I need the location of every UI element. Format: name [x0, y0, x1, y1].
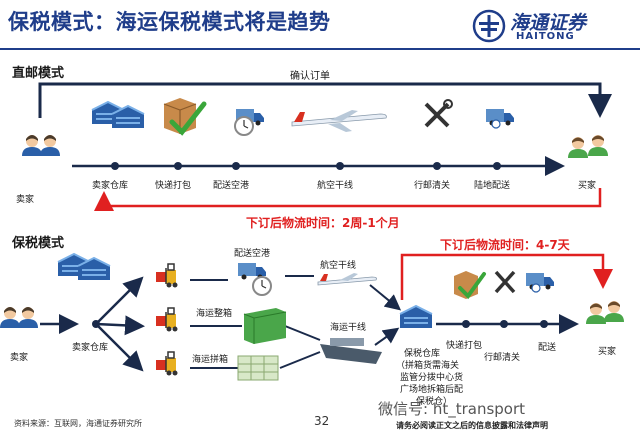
step-label: 行邮清关 — [414, 181, 451, 191]
truck-clock-icon — [238, 263, 272, 296]
airplane-icon — [291, 110, 387, 132]
ship-icon — [320, 338, 382, 364]
route-air-trunk-label: 航空干线 — [320, 261, 357, 271]
seller-warehouse-label: 卖家仓库 — [72, 343, 109, 353]
truck-clock-icon — [234, 109, 264, 136]
bonded-warehouse-label: 保税仓库 — [404, 349, 441, 359]
people-icon — [22, 135, 60, 156]
step-label: 快递打包 — [155, 181, 192, 191]
tools-icon — [494, 270, 516, 294]
warehouse-icon — [91, 101, 145, 129]
bonded-note: （拼箱货需海关 — [396, 361, 460, 371]
bonded-logistics-time: 下订后物流时间：4-7天 — [440, 238, 570, 252]
logo-english: HAITONG — [516, 31, 575, 42]
people-icon — [0, 307, 38, 328]
direct-mail-section-title: 直邮模式 — [12, 66, 65, 81]
haitong-emblem-icon — [472, 9, 506, 43]
route-sea-lcl-label: 海运拼箱 — [192, 355, 229, 365]
source-note: 资料来源：互联网，海通证券研究所 — [14, 419, 142, 428]
airplane-icon — [317, 273, 377, 286]
tools-icon — [424, 99, 453, 128]
step-label: 航空干线 — [317, 181, 354, 191]
warehouse-icon — [57, 253, 111, 281]
bonded-seller-label: 卖家 — [10, 353, 29, 363]
route-sea-full-label: 海运整箱 — [196, 309, 233, 319]
legal-disclaimer: 请务必阅读正文之后的信息披露和法律声明 — [396, 421, 548, 430]
delivery-label: 配送 — [538, 343, 557, 353]
step-label: 陆地配送 — [474, 181, 511, 191]
page-title: 保税模式：海运保税模式将是趋势 — [8, 10, 331, 34]
package-check-icon — [163, 98, 207, 136]
step-label: 卖家仓库 — [92, 181, 129, 191]
package-check-icon — [454, 271, 486, 300]
wechat-watermark: 微信号: ht_transport — [378, 400, 526, 418]
header-divider — [0, 48, 640, 50]
step-label: 买家 — [578, 181, 597, 191]
direct-mail-logistics-time: 下订后物流时间：2周-1个月 — [246, 216, 400, 230]
package-check-icon — [237, 355, 279, 381]
bonded-note: 广场地拆箱后配 — [400, 385, 464, 395]
page-number: 32 — [314, 414, 330, 428]
confirm-order-label: 确认订单 — [290, 71, 330, 82]
express-pack-label: 快递打包 — [446, 341, 483, 351]
forklift-icon — [155, 263, 179, 377]
bonded-section-title: 保税模式 — [12, 236, 65, 251]
bonded-note: 监管分拨中心货 — [400, 373, 464, 383]
seller-label: 卖家 — [16, 195, 35, 205]
route-sea-trunk-label: 海运干线 — [330, 323, 367, 333]
haitong-logo: 海通证券 HAITONG — [470, 6, 630, 48]
buyers-icon — [568, 135, 608, 158]
bonded-buyer-label: 买家 — [598, 347, 617, 357]
route-air-pickup-label: 配送空港 — [234, 249, 271, 259]
bonded-note: 保税仓） — [416, 397, 453, 407]
truck-icon — [486, 109, 514, 129]
postal-clearance-label: 行邮清关 — [484, 353, 521, 363]
step-label: 配送空港 — [213, 181, 250, 191]
truck-icon — [526, 273, 554, 293]
warehouse-icon — [399, 305, 433, 329]
logo-chinese: 海通证券 — [510, 12, 587, 34]
buyers-icon — [586, 301, 624, 324]
container-icon — [243, 308, 287, 344]
